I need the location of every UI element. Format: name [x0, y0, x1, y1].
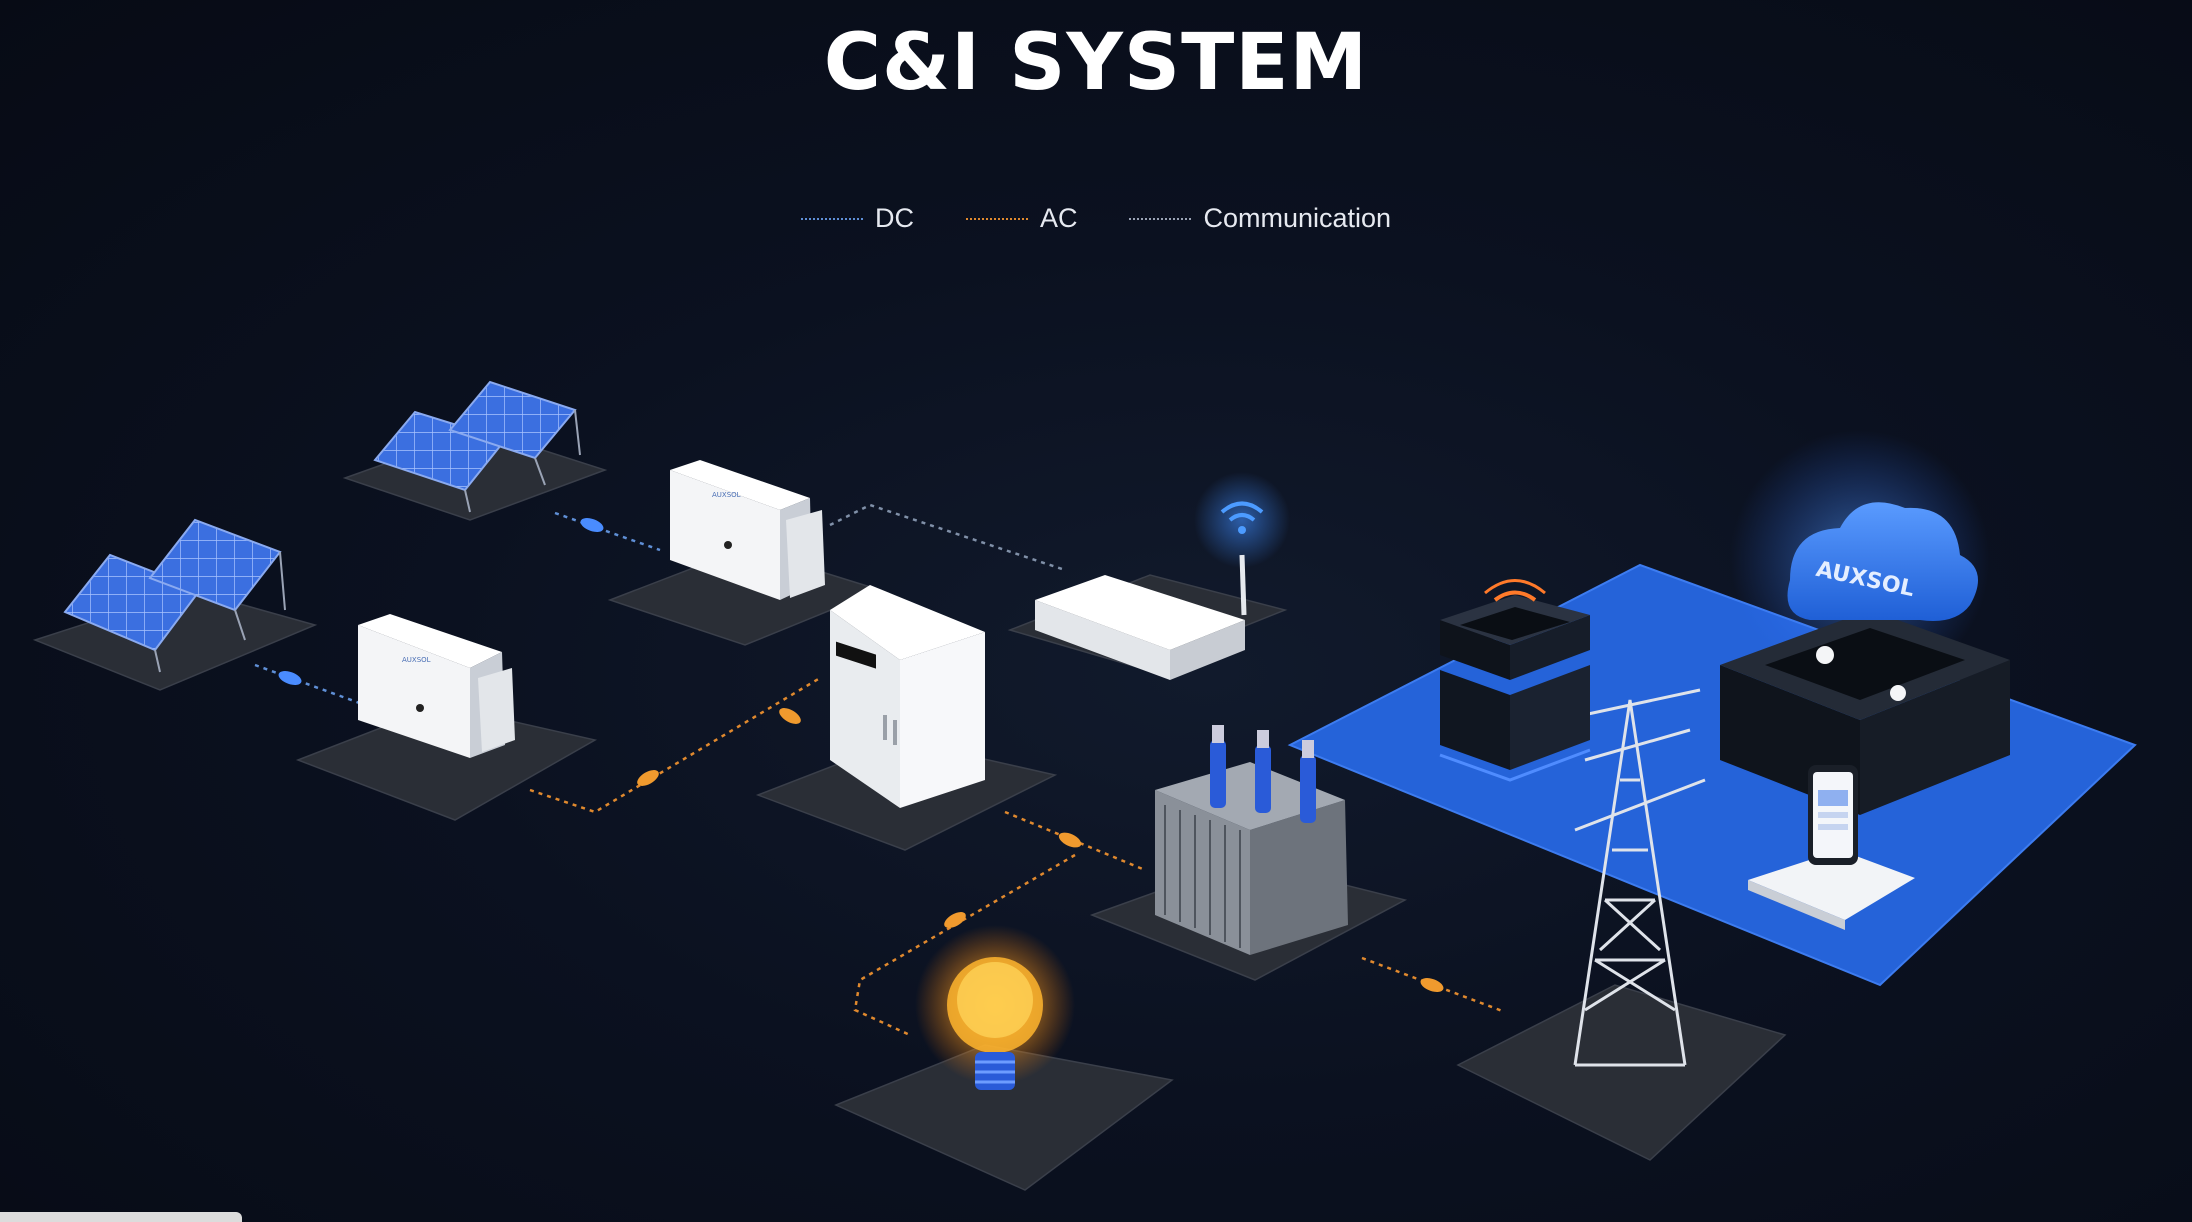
legend: DC AC Communication [0, 203, 2192, 234]
communication-connections [829, 503, 1066, 572]
dc-flow-markers [278, 518, 604, 685]
ac-flow-markers [637, 708, 1444, 992]
solar-array-lower [63, 518, 286, 673]
ac-line-swatch [965, 217, 1028, 220]
cloud-server-icon: AUXSOL [1720, 430, 2010, 815]
smartphone-icon [1748, 765, 1915, 930]
platform-load [834, 1044, 1174, 1191]
comm-line [829, 503, 1066, 572]
legend-item-communication: Communication [1129, 203, 1391, 234]
dc-line-lower [254, 663, 366, 707]
svg-text:AUXSOL: AUXSOL [712, 491, 741, 499]
legend-label-dc: DC [874, 203, 914, 233]
legend-label-ac: AC [1039, 203, 1078, 233]
dc-connections [254, 511, 661, 707]
inverter-upper: AUXSOL [670, 460, 825, 600]
ac-line-grid [1361, 956, 1506, 1014]
platform-cloud-monitoring [1287, 563, 2137, 987]
energy-storage-cabinet-icon [830, 585, 985, 808]
svg-text:AUXSOL: AUXSOL [402, 656, 431, 664]
solar-array-upper [373, 380, 581, 513]
legend-label-communication: Communication [1203, 203, 1392, 233]
legend-item-ac: AC [965, 203, 1078, 234]
platform-grid [1456, 984, 1787, 1161]
ac-line-to-load [853, 853, 1076, 1037]
smart-meter-icon [1439, 579, 1591, 782]
transformer-icon [1155, 725, 1348, 955]
dc-line-swatch [800, 217, 863, 220]
page-title: C&I SYSTEM [823, 18, 1369, 108]
communication-line-swatch [1129, 217, 1192, 220]
inverter-lower: AUXSOL [358, 614, 515, 758]
legend-item-dc: DC [800, 203, 914, 234]
light-bulb-icon [915, 925, 1075, 1090]
status-bar [0, 1212, 242, 1222]
ac-line-inverter-cabinet [529, 676, 821, 814]
router-icon [1035, 472, 1290, 680]
dc-line-upper [554, 511, 661, 552]
